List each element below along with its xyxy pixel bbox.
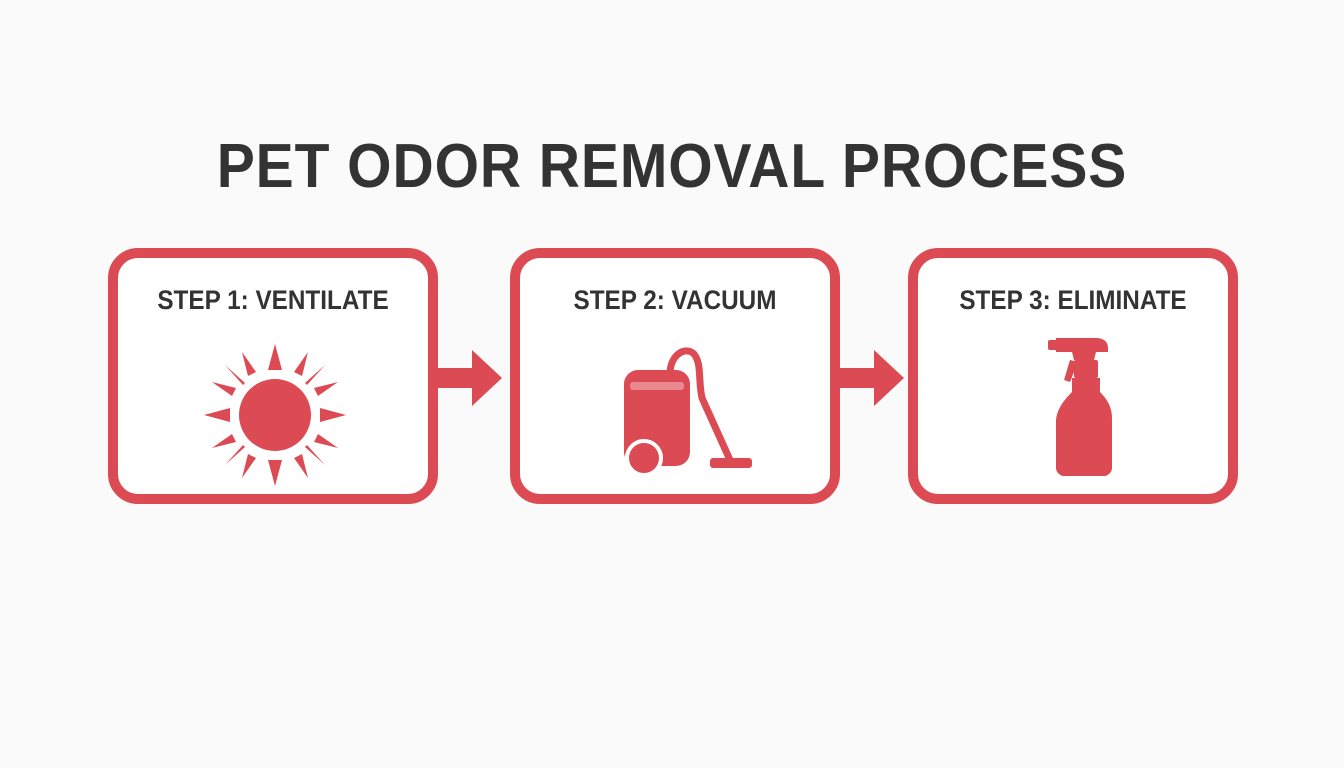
arrow-right-icon [434, 350, 502, 406]
step-1-card: STEP 1: VENTILATE [108, 248, 438, 504]
step-3-card: STEP 3: ELIMINATE [908, 248, 1238, 504]
step-3-label: STEP 3: ELIMINATE [959, 285, 1187, 315]
step-2-card: STEP 2: VACUUM [510, 248, 840, 504]
arrow-right-icon [836, 350, 904, 406]
step-1-label: STEP 1: VENTILATE [157, 285, 389, 315]
spray-bottle-icon [1048, 338, 1112, 476]
diagram-title: PET ODOR REMOVAL PROCESS [216, 132, 1128, 201]
vacuum-icon [624, 347, 752, 477]
step-2-label: STEP 2: VACUUM [573, 285, 777, 315]
sun-icon [204, 344, 346, 486]
